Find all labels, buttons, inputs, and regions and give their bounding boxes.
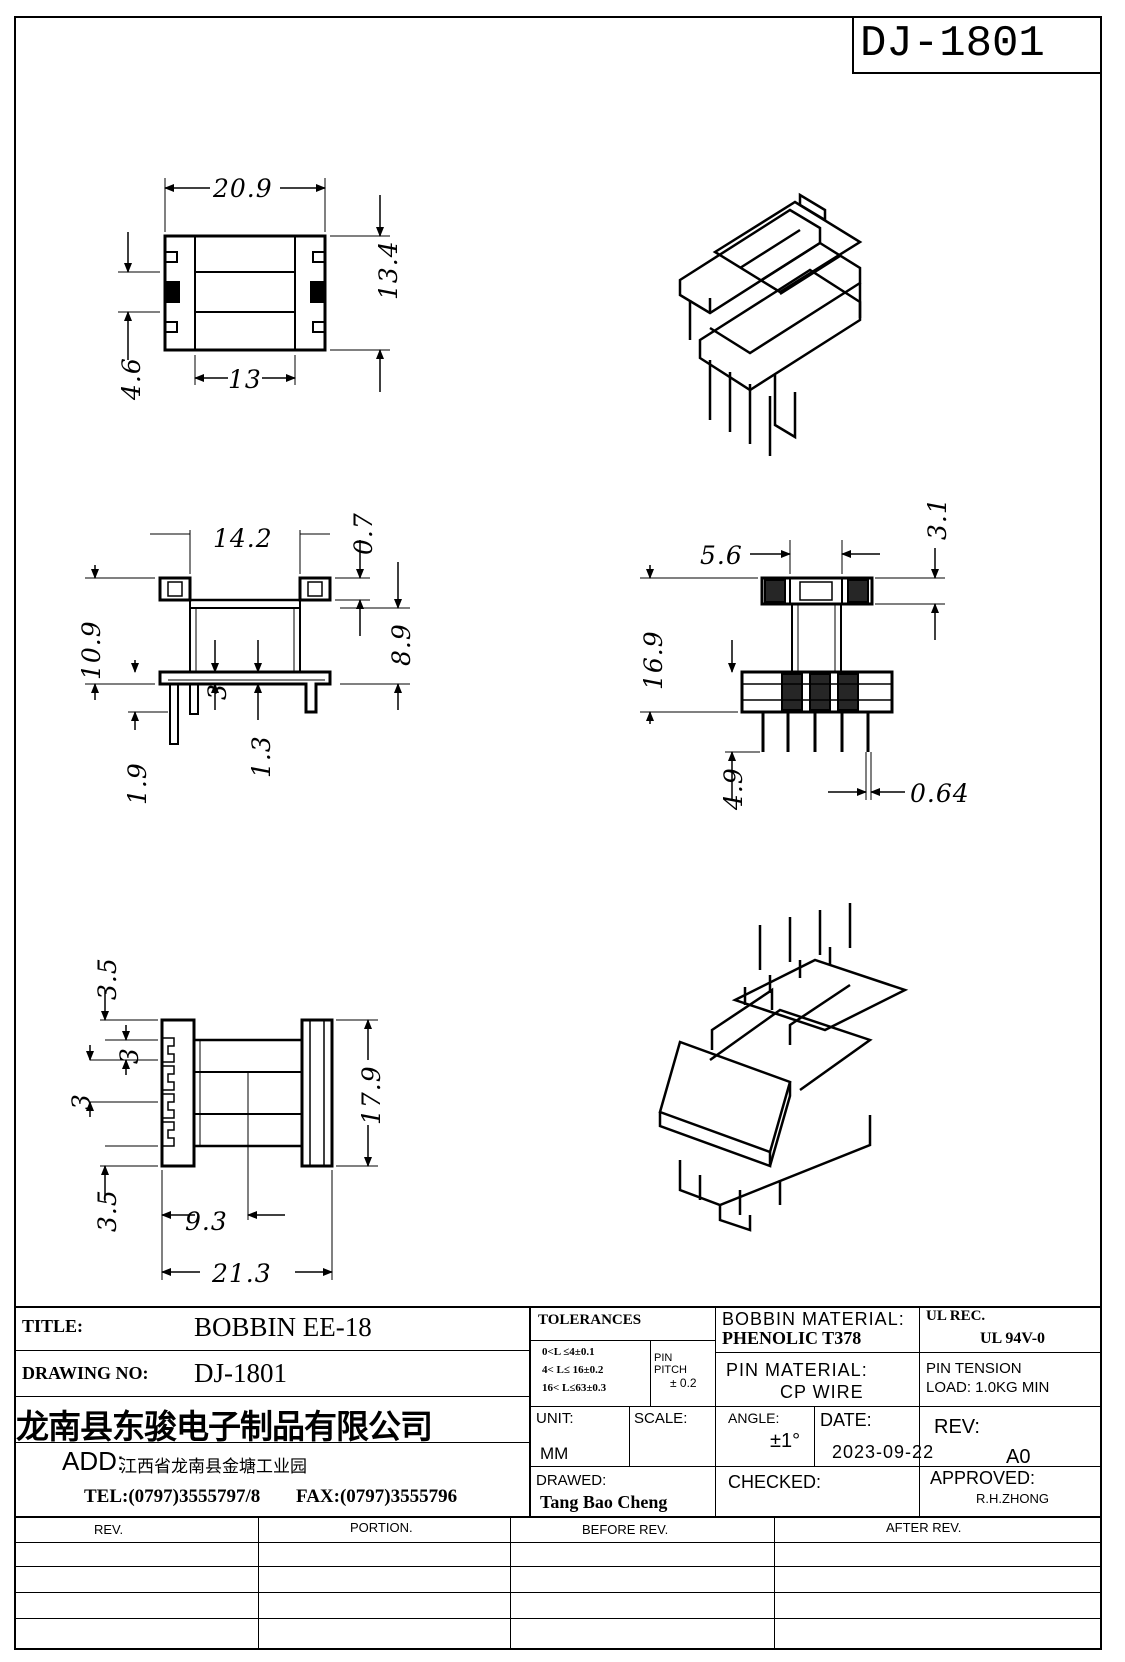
- tol-line-2: 4< L≤ 16±0.2: [542, 1364, 604, 1376]
- title-value: BOBBIN EE-18: [194, 1312, 372, 1342]
- dim-bottom-c: 3: [67, 1093, 96, 1110]
- dim-front-right: 8.9: [387, 623, 416, 666]
- address-value: 江西省龙南县金塘工业园: [120, 1457, 307, 1476]
- unit-value: MM: [540, 1444, 569, 1463]
- drawing-label: DRAWING NO:: [22, 1363, 149, 1383]
- dim-front-pin-gap: 3: [203, 683, 232, 700]
- pin-pitch-value: ± 0.2: [670, 1376, 697, 1390]
- pin-material-label: PIN MATERIAL:: [726, 1360, 868, 1380]
- drawed-value: Tang Bao Cheng: [540, 1492, 668, 1512]
- dim-front-width: 14.2: [213, 524, 273, 553]
- dim-bottom-d: 3.5: [93, 1189, 122, 1232]
- approved-value: R.H.ZHONG: [976, 1491, 1049, 1506]
- drawing-frame: [14, 16, 1102, 1650]
- dim-bottom-half: 9.3: [185, 1207, 228, 1236]
- rev-value: A0: [1006, 1446, 1031, 1468]
- pin-tension-value: LOAD: 1.0KG MIN: [926, 1379, 1050, 1396]
- dim-front-flange: 0.7: [349, 512, 378, 555]
- bobbin-material-value: PHENOLIC T378: [722, 1328, 862, 1348]
- address-label: ADD:: [62, 1446, 125, 1476]
- tol-line-1: 0<L ≤4±0.1: [542, 1346, 595, 1358]
- dim-bottom-height: 17.9: [357, 1065, 386, 1125]
- approved-label: APPROVED:: [930, 1468, 1036, 1488]
- scale-label: SCALE:: [634, 1410, 688, 1427]
- unit-label: UNIT:: [536, 1410, 574, 1427]
- pin-pitch-label-2: PITCH: [654, 1364, 687, 1376]
- pin-tension-label: PIN TENSION: [926, 1360, 1022, 1377]
- dim-side-flange: 5.6: [700, 541, 743, 570]
- dim-side-pin-len: 4.9: [719, 767, 748, 811]
- dim-front-pin-off: 1.3: [247, 735, 276, 778]
- bobbin-material-label: BOBBIN MATERIAL:: [722, 1309, 905, 1329]
- ul-value: UL 94V-0: [980, 1330, 1046, 1347]
- angle-value: ±1°: [770, 1430, 801, 1452]
- after-rev-col-header: AFTER REV.: [886, 1520, 962, 1535]
- dim-top-height: 13.4: [374, 240, 403, 300]
- tel: TEL:(0797)3555797/8: [84, 1486, 261, 1507]
- fax: FAX:(0797)3555796: [296, 1486, 458, 1507]
- company-name: 龙南县东骏电子制品有限公司: [16, 1408, 433, 1445]
- iso-view-top: [678, 192, 863, 456]
- portion-col-header: PORTION.: [350, 1520, 413, 1535]
- front-view: [85, 530, 410, 745]
- dim-top-left: 4.6: [117, 357, 146, 401]
- dim-front-pin-len: 1.9: [123, 762, 152, 805]
- bottom-view: [86, 990, 378, 1280]
- dim-bottom-a: 3.5: [93, 957, 122, 1000]
- dim-top-width: 20.9: [212, 174, 273, 203]
- date-label: DATE:: [820, 1410, 872, 1430]
- drawed-label: DRAWED:: [536, 1472, 607, 1489]
- rev-label: REV:: [934, 1416, 980, 1438]
- date-value: 2023-09-22: [832, 1442, 935, 1462]
- drawing-value: DJ-1801: [194, 1358, 287, 1388]
- dim-bottom-width: 21.3: [211, 1259, 272, 1288]
- angle-label: ANGLE:: [728, 1410, 780, 1426]
- dim-front-height: 10.9: [77, 620, 106, 680]
- dim-top-inner: 13: [228, 365, 262, 394]
- before-rev-col-header: BEFORE REV.: [582, 1522, 669, 1537]
- rev-col-header: REV.: [94, 1522, 124, 1537]
- title-label: TITLE:: [22, 1316, 84, 1336]
- dim-side-height: 16.9: [639, 630, 668, 690]
- iso-view-bottom: [658, 903, 909, 1232]
- dim-side-pin-dia: 0.64: [910, 779, 970, 808]
- side-view: [640, 540, 945, 800]
- top-view: [118, 178, 390, 392]
- dim-bottom-b: 3: [115, 1047, 144, 1064]
- pin-material-value: CP WIRE: [780, 1382, 864, 1402]
- tolerances-label: TOLERANCES: [538, 1312, 642, 1328]
- checked-label: CHECKED:: [728, 1472, 822, 1492]
- tol-line-3: 16< L≤63±0.3: [542, 1382, 607, 1394]
- drawing-number-top: DJ-1801: [852, 16, 1102, 74]
- title-block: TITLE: BOBBIN EE-18 DRAWING NO: DJ-1801 …: [14, 1306, 1102, 1650]
- ul-label: UL REC.: [926, 1308, 986, 1324]
- dim-side-top: 3.1: [923, 497, 952, 540]
- pin-pitch-label-1: PIN: [654, 1352, 673, 1364]
